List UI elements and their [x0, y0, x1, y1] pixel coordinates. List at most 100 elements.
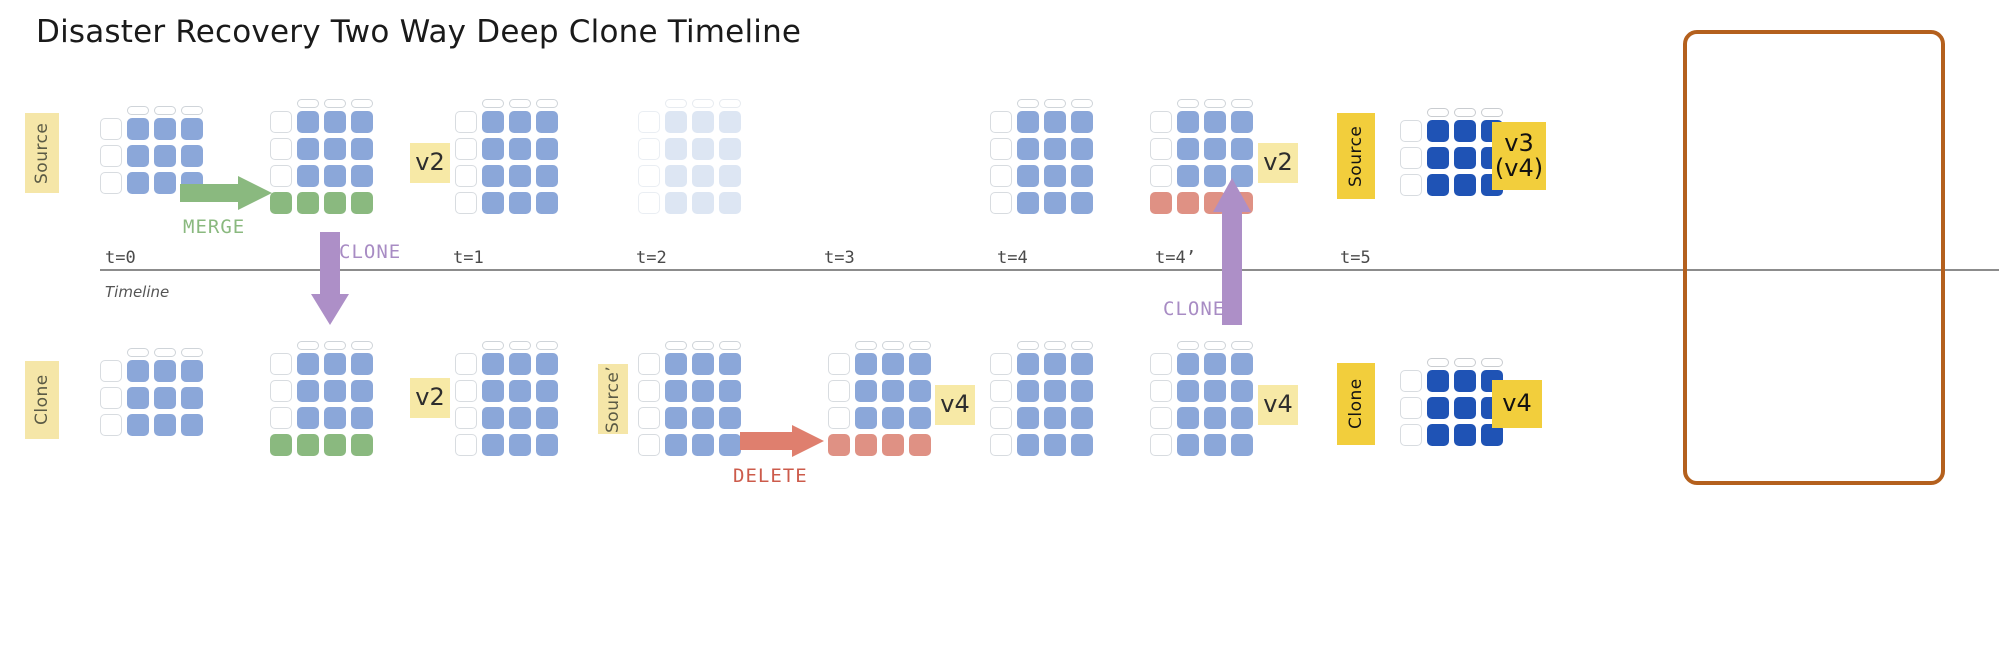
timeline-axis [100, 269, 1999, 271]
row-index-cell [1150, 434, 1172, 456]
merge-arrow-icon [180, 176, 272, 210]
row-cell [1231, 434, 1253, 456]
row-cell [297, 138, 319, 160]
page-title: Disaster Recovery Two Way Deep Clone Tim… [36, 14, 802, 50]
column-pill [482, 341, 504, 350]
table-header-pills [1177, 341, 1253, 350]
row-cell [719, 192, 741, 214]
column-pill [1454, 358, 1476, 367]
row-cell [482, 353, 504, 375]
tick-t1: t=1 [453, 248, 484, 268]
row-cell [536, 434, 558, 456]
row-cell [270, 434, 292, 456]
table-row [638, 407, 741, 429]
row-cell [127, 118, 149, 140]
row-cell [509, 353, 531, 375]
column-pill [1427, 358, 1449, 367]
column-pill [882, 341, 904, 350]
row-cell [536, 165, 558, 187]
row-cell [181, 387, 203, 409]
table-clone-t2 [638, 341, 741, 461]
row-cell [1231, 353, 1253, 375]
row-cell [181, 118, 203, 140]
table-header-pills [297, 341, 373, 350]
row-index-cell [638, 165, 660, 187]
row-cell [509, 111, 531, 133]
row-cell [536, 138, 558, 160]
row-cell [154, 118, 176, 140]
row-cell [509, 138, 531, 160]
row-cell [1071, 165, 1093, 187]
table-row [990, 138, 1093, 160]
row-index-cell [828, 380, 850, 402]
table-row [1400, 120, 1503, 142]
row-index-cell [270, 138, 292, 160]
table-row [1150, 434, 1253, 456]
badge-v3-v4: v3 (v4) [1492, 122, 1546, 190]
column-pill [1427, 108, 1449, 117]
row-cell [324, 353, 346, 375]
row-index-cell [990, 138, 1012, 160]
row-cell [692, 138, 714, 160]
column-pill [297, 99, 319, 108]
row-cell [1044, 165, 1066, 187]
clone-up-arrow-label: CLONE [1163, 298, 1226, 320]
badge-v2-clone: v2 [410, 378, 450, 418]
row-index-cell [1150, 111, 1172, 133]
row-cell [1454, 397, 1476, 419]
row-index-cell [455, 192, 477, 214]
column-pill [1071, 99, 1093, 108]
row-cell [855, 380, 877, 402]
row-cell [181, 145, 203, 167]
row-cell [1017, 138, 1039, 160]
table-clone-t4 [990, 341, 1093, 461]
badge-v2-source: v2 [410, 143, 450, 183]
row-index-cell [100, 172, 122, 194]
row-cell [828, 434, 850, 456]
row-cell [665, 380, 687, 402]
row-cell [324, 138, 346, 160]
row-cell [351, 380, 373, 402]
row-cell [1044, 353, 1066, 375]
column-pill [181, 348, 203, 357]
row-index-cell [1400, 174, 1422, 196]
row-cell [536, 407, 558, 429]
table-source-t0-merged [270, 99, 373, 219]
table-header-pills [127, 106, 203, 115]
row-cell [909, 407, 931, 429]
row-index-cell [270, 407, 292, 429]
table-header-pills [1427, 358, 1503, 367]
table-row [270, 353, 373, 375]
table-row [100, 145, 203, 167]
column-pill [1044, 341, 1066, 350]
column-pill [181, 106, 203, 115]
row-cell [692, 380, 714, 402]
table-row [638, 380, 741, 402]
row-index-cell [638, 434, 660, 456]
table-clone-t1 [455, 341, 558, 461]
table-row [455, 138, 558, 160]
table-source-t5 [1400, 108, 1503, 201]
table-header-pills [665, 99, 741, 108]
column-pill [127, 348, 149, 357]
table-row [990, 380, 1093, 402]
tick-t4-prime: t=4’ [1155, 248, 1196, 268]
row-cell [1071, 192, 1093, 214]
row-cell [1071, 380, 1093, 402]
column-pill [665, 341, 687, 350]
row-cell [1177, 353, 1199, 375]
column-pill [1017, 341, 1039, 350]
badge-v4-final: v4 [1492, 380, 1542, 428]
row-cell [1481, 424, 1503, 446]
table-row [1150, 138, 1253, 160]
table-row [1150, 111, 1253, 133]
row-cell [665, 407, 687, 429]
table-row [270, 407, 373, 429]
row-cell [719, 353, 741, 375]
table-row [638, 353, 741, 375]
timeline-caption: Timeline [105, 283, 170, 301]
row-cell [509, 380, 531, 402]
row-index-cell [638, 353, 660, 375]
column-pill [127, 106, 149, 115]
